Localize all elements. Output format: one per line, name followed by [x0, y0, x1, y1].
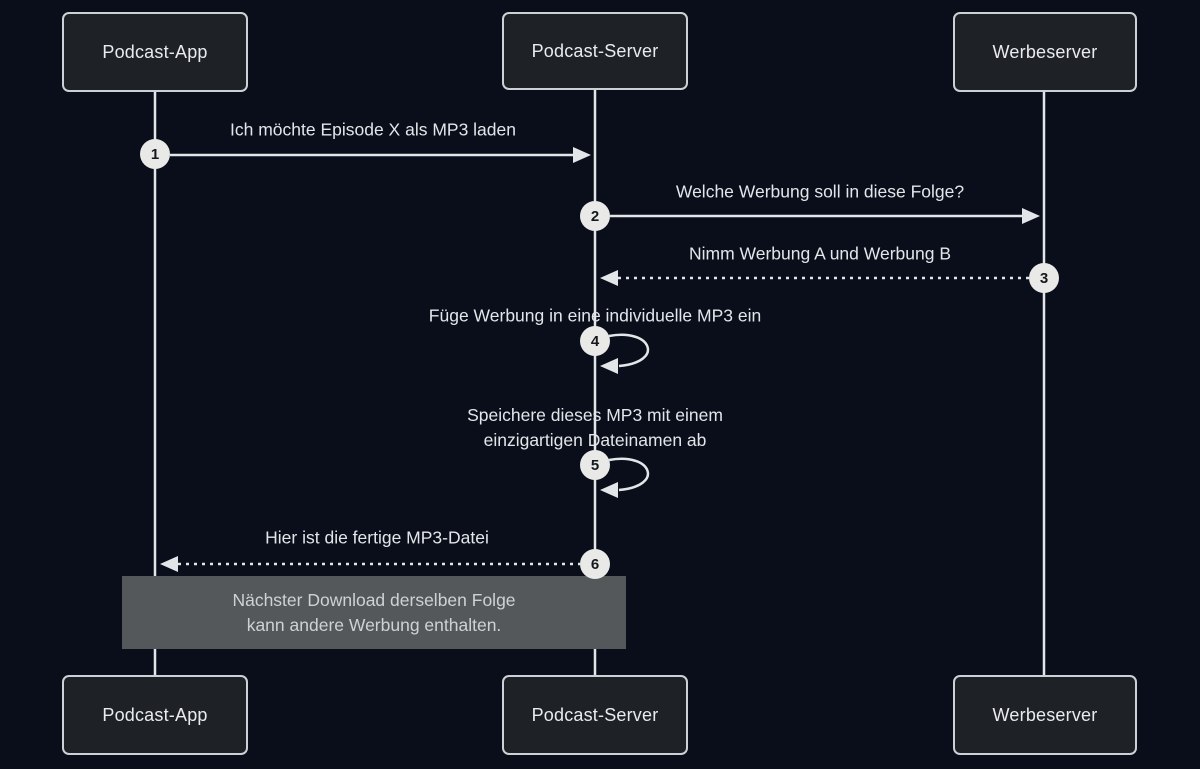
message-5-number-badge: 5 [580, 450, 610, 480]
message-5-label-line-2: einzigartigen Dateinamen ab [483, 430, 707, 450]
message-4-self-loop [608, 333, 650, 368]
actor-box-podcast-server-top: Podcast-Server [502, 12, 688, 90]
actor-box-werbeserver-top: Werbeserver [953, 12, 1137, 92]
message-3-label: Nimm Werbung A und Werbung B [689, 243, 951, 264]
message-4-label: Füge Werbung in eine individuelle MP3 ei… [428, 305, 762, 326]
message-5-arrowhead-icon [600, 482, 618, 498]
message-3-arrowhead-icon [600, 270, 618, 286]
message-5-self-loop [608, 457, 650, 492]
message-6-number-badge: 6 [580, 549, 610, 579]
actor-box-podcast-app-top: Podcast-App [62, 12, 248, 92]
message-5-label-line-1: Speichere dieses MP3 mit einem [467, 405, 723, 425]
actor-box-podcast-server-bottom: Podcast-Server [502, 675, 688, 755]
message-4-number-badge: 4 [580, 326, 610, 356]
actor-box-podcast-app-bottom: Podcast-App [62, 675, 248, 755]
message-3-number-badge: 3 [1029, 263, 1059, 293]
message-5-label: Speichere dieses MP3 mit einem einzigart… [467, 403, 723, 453]
message-1-number-badge: 1 [140, 139, 170, 169]
note-line-1: Nächster Download derselben Folge [232, 589, 516, 610]
message-4-arrowhead-icon [600, 358, 618, 374]
message-2-label: Welche Werbung soll in diese Folge? [675, 181, 965, 202]
message-1-label: Ich möchte Episode X als MP3 laden [230, 119, 516, 140]
message-6-label: Hier ist die fertige MP3-Datei [265, 527, 489, 548]
note-box: Nächster Download derselben Folge kann a… [122, 576, 626, 649]
actor-box-werbeserver-bottom: Werbeserver [953, 675, 1137, 755]
message-2-arrowhead-icon [1022, 208, 1040, 224]
note-line-2: kann andere Werbung enthalten. [246, 614, 502, 635]
message-6-arrowhead-icon [160, 556, 178, 572]
message-1-arrowhead-icon [573, 147, 591, 163]
message-2-number-badge: 2 [580, 201, 610, 231]
